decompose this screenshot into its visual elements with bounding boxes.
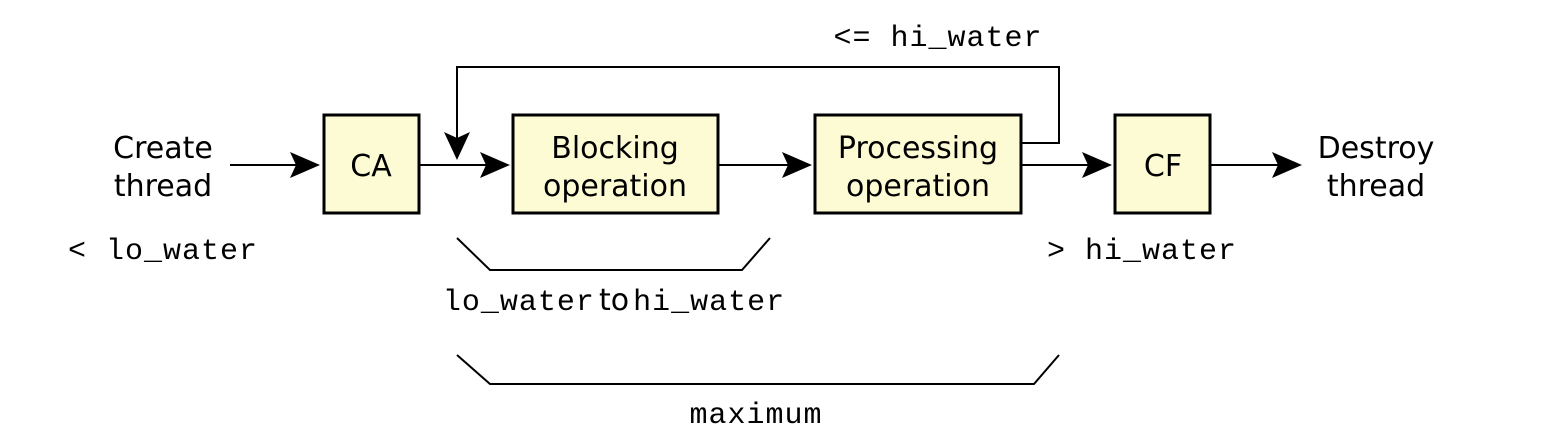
cf-box: CF <box>1113 113 1212 215</box>
destroy-thread-line1: Destroy <box>1318 131 1435 166</box>
range-bracket <box>456 237 771 271</box>
cf-box-label: CF <box>1144 149 1182 184</box>
blocking-operation-line1: Blocking <box>551 131 679 166</box>
create-condition-label: < lo_water <box>68 235 258 269</box>
ca-box-label: CA <box>350 149 392 184</box>
destroy-condition-label: > hi_water <box>1047 235 1237 269</box>
blocking-operation-line2: operation <box>543 169 687 204</box>
destroy-thread-line2: thread <box>1327 169 1425 204</box>
create-thread-line1: Create <box>113 131 213 166</box>
arrow-create-to-ca <box>230 152 320 178</box>
feedback-loop-arrow <box>444 66 1060 160</box>
maximum-label: maximum <box>689 399 822 433</box>
arrow-cf-to-destroy <box>1210 152 1302 178</box>
loop-condition-label: <= hi_water <box>833 22 1042 56</box>
processing-operation-line1: Processing <box>838 131 998 166</box>
create-thread-line2: thread <box>114 169 212 204</box>
arrow-processing-to-cf <box>1021 152 1112 178</box>
blocking-operation-box: Blocking operation <box>511 113 720 215</box>
ca-box: CA <box>322 113 421 215</box>
processing-operation-box: Processing operation <box>813 113 1023 215</box>
range-from-label: lo_water <box>443 286 595 320</box>
maximum-bracket <box>456 354 1060 385</box>
arrow-blocking-to-processing <box>718 152 812 178</box>
range-to-label: hi_water <box>633 286 785 320</box>
processing-operation-line2: operation <box>846 169 990 204</box>
create-thread-label: Create thread <box>113 131 213 204</box>
range-to-word: to <box>599 283 629 318</box>
destroy-thread-label: Destroy thread <box>1318 131 1435 204</box>
arrow-ca-to-blocking <box>419 152 510 178</box>
